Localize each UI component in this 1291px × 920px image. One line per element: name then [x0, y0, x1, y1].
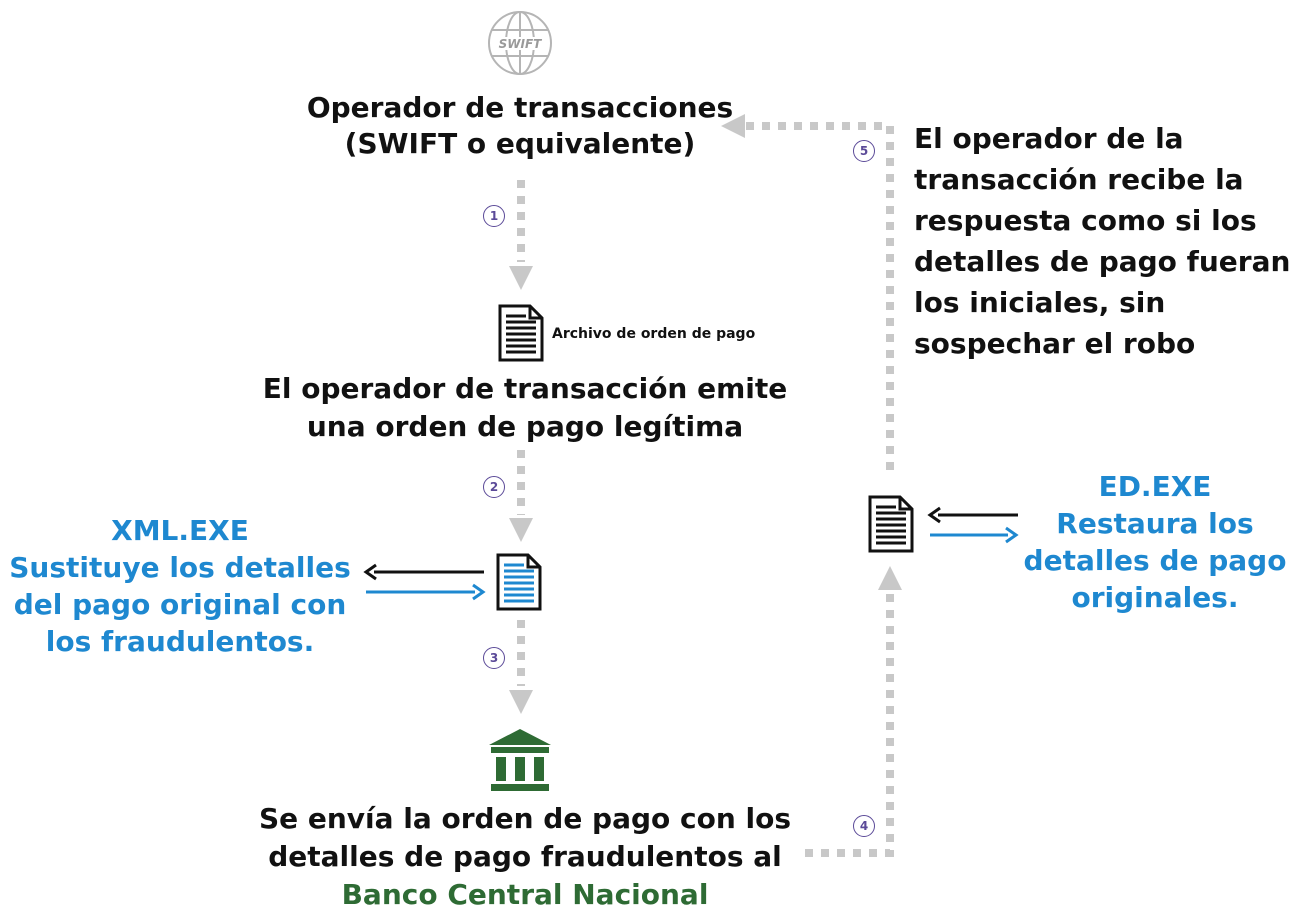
- bank-name: Banco Central Nacional: [341, 878, 709, 911]
- receive-text: El operador de la transacción recibe la …: [914, 118, 1291, 364]
- xml-line-2: del pago original con: [13, 588, 347, 621]
- ed-exe-block: ED.EXE Restaura los detalles de pago ori…: [1020, 468, 1290, 616]
- swift-logo-text: SWIFT: [499, 37, 543, 51]
- step-2-badge: 2: [483, 476, 505, 498]
- sent-line-2: detalles de pago fraudulentos al: [268, 840, 782, 873]
- swift-globe-icon: SWIFT: [487, 10, 553, 76]
- xml-exe-block: XML.EXE Sustituye los detalles del pago …: [5, 512, 355, 660]
- restored-document-icon: [868, 495, 914, 553]
- modified-document-icon: [496, 553, 542, 611]
- receive-line-2: transacción recibe la: [914, 163, 1244, 196]
- sent-text: Se envía la orden de pago con los detall…: [200, 800, 850, 914]
- issue-line-1: El operador de transacción emite: [262, 372, 788, 405]
- arrowhead-2: [509, 518, 533, 542]
- issue-line-2: una orden de pago legítima: [306, 410, 744, 443]
- connector-4: [805, 590, 894, 857]
- xml-exe-title: XML.EXE: [111, 514, 249, 547]
- receive-line-5: los iniciales, sin: [914, 286, 1166, 319]
- xml-line-3: los fraudulentos.: [45, 625, 315, 658]
- receive-line-1: El operador de la: [914, 122, 1184, 155]
- operator-title: Operador de transacciones (SWIFT o equiv…: [270, 90, 770, 162]
- arrowhead-4: [878, 566, 902, 590]
- payment-order-file-label: Archivo de orden de pago: [552, 326, 756, 342]
- ed-in-arrowhead: [1005, 526, 1019, 544]
- ed-line-1: Restaura los: [1056, 507, 1254, 540]
- ed-line-3: originales.: [1071, 581, 1239, 614]
- arrowhead-3: [509, 690, 533, 714]
- ed-line-2: detalles de pago: [1023, 544, 1287, 577]
- arrowhead-5: [721, 114, 745, 138]
- bank-icon: [487, 727, 553, 793]
- step-5-badge: 5: [853, 140, 875, 162]
- receive-line-6: sospechar el robo: [914, 327, 1196, 360]
- step-1-badge: 1: [483, 205, 505, 227]
- operator-line-1: Operador de transacciones: [306, 91, 734, 124]
- receive-line-4: detalles de pago fueran: [914, 245, 1291, 278]
- sent-line-1: Se envía la orden de pago con los: [258, 802, 792, 835]
- xml-out-arrowhead: [363, 563, 377, 581]
- ed-exe-title: ED.EXE: [1098, 470, 1212, 503]
- xml-in-arrowhead: [472, 583, 486, 601]
- operator-line-2: (SWIFT o equivalente): [344, 127, 696, 160]
- issue-text: El operador de transacción emite una ord…: [230, 370, 820, 446]
- payment-order-document-icon: [498, 304, 544, 362]
- step-3-badge: 3: [483, 647, 505, 669]
- step-4-badge: 4: [853, 815, 875, 837]
- arrowhead-1: [509, 266, 533, 290]
- ed-out-arrowhead: [927, 506, 941, 524]
- receive-line-3: respuesta como si los: [914, 204, 1257, 237]
- xml-line-1: Sustituye los detalles: [9, 551, 351, 584]
- connector-5: [745, 122, 894, 470]
